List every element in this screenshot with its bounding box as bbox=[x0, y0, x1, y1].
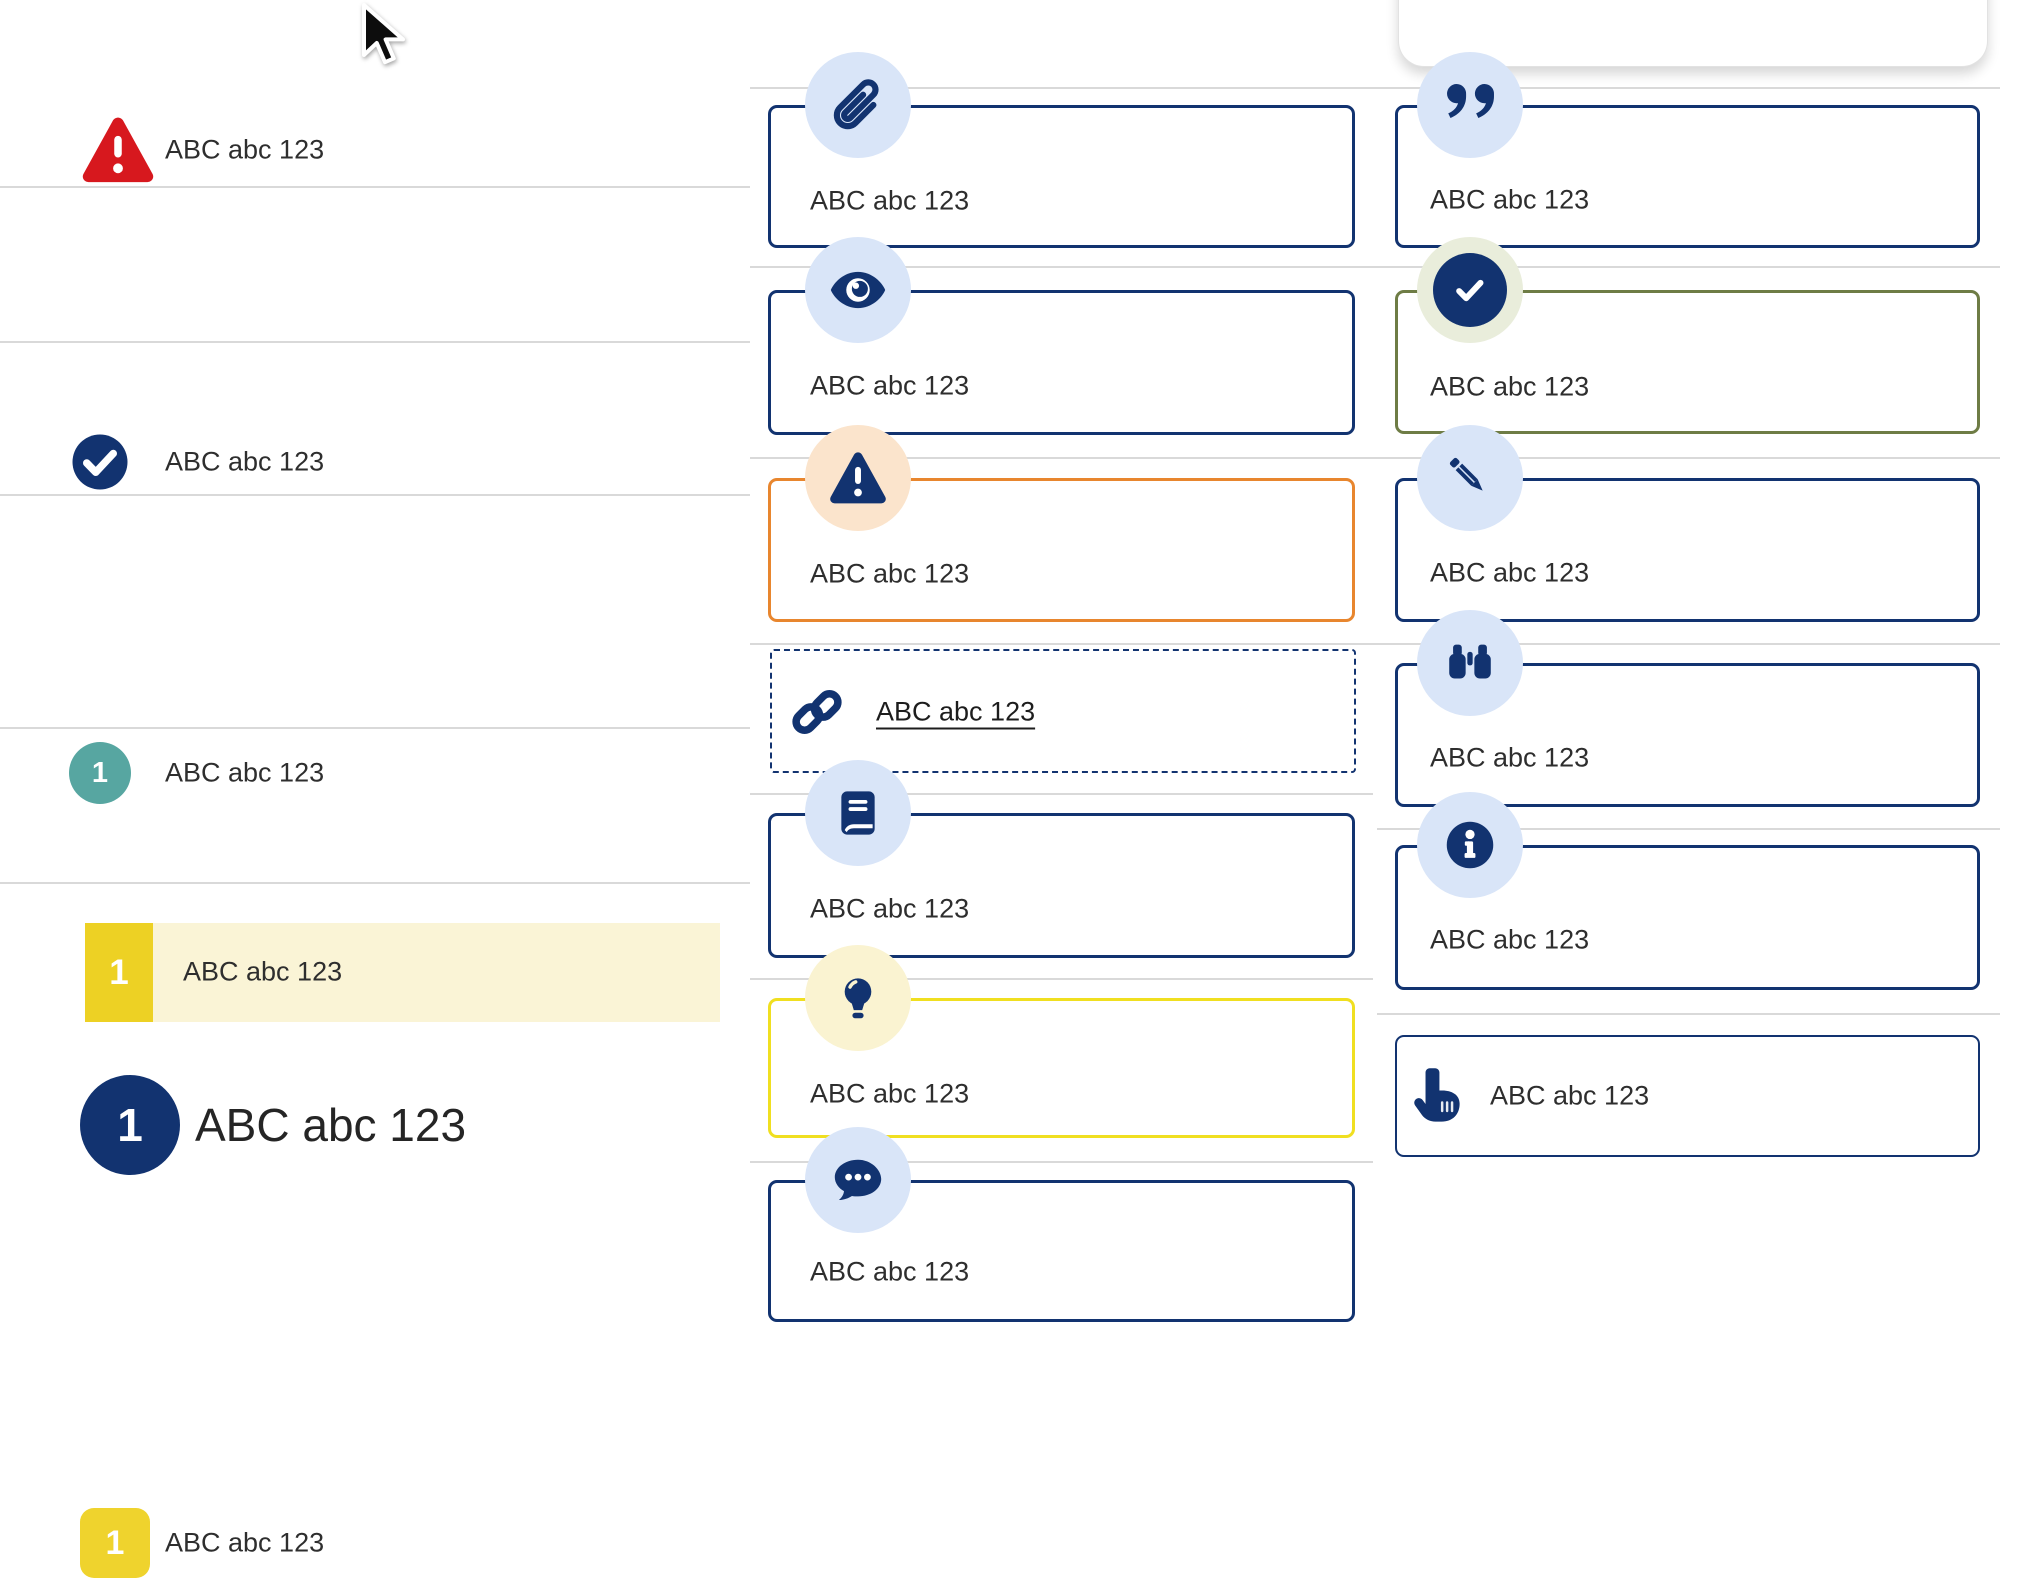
divider bbox=[0, 494, 750, 496]
yellow-number-badge: 1 bbox=[85, 923, 153, 1022]
callout-label: ABC abc 123 bbox=[1430, 742, 1590, 773]
navy-number-badge-large: 1 bbox=[80, 1075, 180, 1175]
divider bbox=[0, 727, 750, 729]
divider bbox=[750, 793, 1373, 795]
divider bbox=[0, 341, 750, 343]
callout-label: ABC abc 123 bbox=[810, 893, 970, 924]
list-item-check: ABC abc 123 bbox=[0, 200, 750, 490]
info-icon bbox=[1417, 792, 1523, 898]
callout-label: ABC abc 123 bbox=[810, 558, 970, 589]
lightbulb-icon bbox=[805, 945, 911, 1051]
check-circle-icon bbox=[70, 432, 130, 492]
divider bbox=[750, 266, 2000, 268]
pencil-icon bbox=[1417, 425, 1523, 531]
list-header-label: ABC abc 123 bbox=[195, 1099, 467, 1151]
alert-triangle-icon bbox=[78, 114, 158, 186]
list-item-step-yellow[interactable]: 1 ABC abc 123 bbox=[0, 740, 750, 1578]
divider bbox=[1377, 828, 2000, 830]
list-item-label: ABC abc 123 bbox=[165, 757, 325, 788]
quote-icon bbox=[1417, 52, 1523, 158]
divider bbox=[1377, 1013, 2000, 1015]
callout-label: ABC abc 123 bbox=[1430, 184, 1590, 215]
pointer-action-button[interactable] bbox=[1395, 1035, 1980, 1157]
divider bbox=[750, 87, 2000, 89]
mouse-cursor-icon bbox=[358, 2, 406, 72]
warning-triangle-icon bbox=[805, 425, 911, 531]
list-item-label: ABC abc 123 bbox=[165, 446, 325, 477]
callout-label: ABC abc 123 bbox=[810, 1078, 970, 1109]
scrolled-card-edge bbox=[1398, 0, 1988, 67]
divider bbox=[750, 1161, 1373, 1163]
list-item-label: ABC abc 123 bbox=[165, 1527, 325, 1558]
binoculars-icon bbox=[1417, 610, 1523, 716]
button-label: ABC abc 123 bbox=[1490, 1080, 1650, 1111]
divider bbox=[750, 643, 2000, 645]
callout-label: ABC abc 123 bbox=[810, 1256, 970, 1287]
list-header-step-1: 1 ABC abc 123 bbox=[0, 510, 750, 1175]
book-icon bbox=[805, 760, 911, 866]
list-item-step-1[interactable]: 1 ABC abc 123 bbox=[0, 355, 750, 804]
callout-label: ABC abc 123 bbox=[1430, 371, 1590, 402]
yellow-number-badge: 1 bbox=[80, 1508, 150, 1578]
list-item-warning: ABC abc 123 bbox=[0, 40, 750, 183]
callout-link bbox=[770, 649, 1356, 773]
callout-label: ABC abc 123 bbox=[1430, 924, 1590, 955]
divider bbox=[750, 457, 2000, 459]
divider bbox=[0, 882, 750, 884]
list-item-label: ABC abc 123 bbox=[183, 956, 343, 987]
callout-label: ABC abc 123 bbox=[1430, 557, 1590, 588]
eye-icon bbox=[805, 237, 911, 343]
pointer-hand-icon bbox=[1406, 1062, 1472, 1130]
callout-link-text[interactable]: ABC abc 123 bbox=[876, 696, 1036, 727]
speech-bubble-icon bbox=[805, 1127, 911, 1233]
paperclip-icon bbox=[805, 52, 911, 158]
list-item-selected[interactable]: 1 ABC abc 123 bbox=[85, 923, 720, 1022]
link-icon bbox=[788, 683, 846, 741]
check-circle-icon bbox=[1417, 237, 1523, 343]
divider bbox=[750, 978, 1373, 980]
list-item-label: ABC abc 123 bbox=[165, 134, 325, 165]
callout-label: ABC abc 123 bbox=[810, 370, 970, 401]
teal-number-badge: 1 bbox=[69, 742, 131, 804]
divider bbox=[0, 186, 750, 188]
callout-label: ABC abc 123 bbox=[810, 185, 970, 216]
